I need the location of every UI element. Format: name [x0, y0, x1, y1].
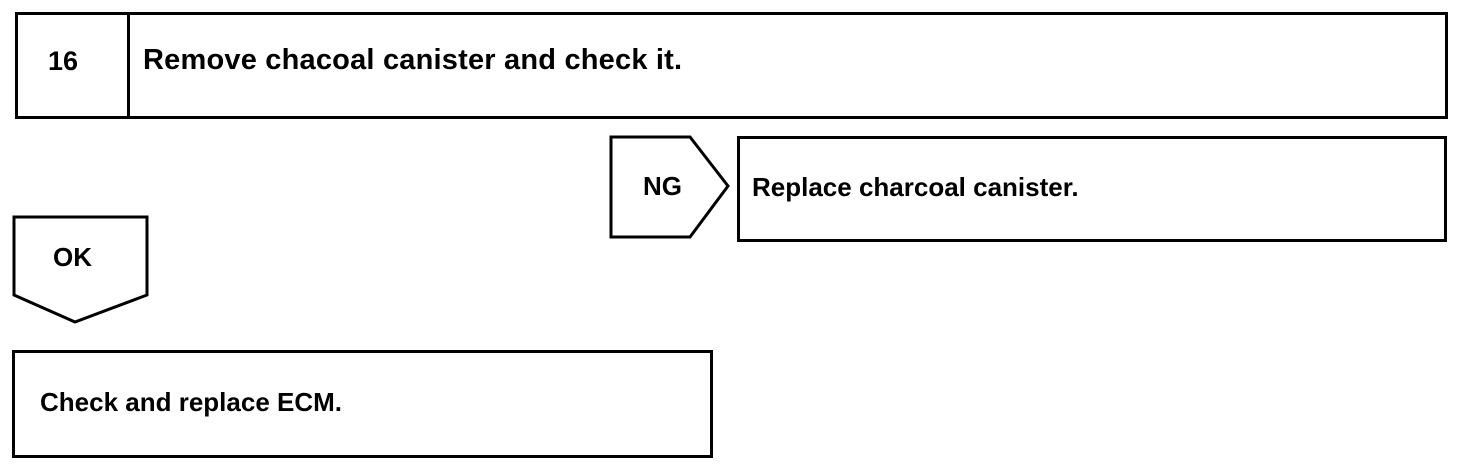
step-divider	[127, 12, 130, 119]
ok-result-box	[12, 350, 713, 458]
ok-arrow-shape	[12, 215, 149, 324]
step-number: 16	[48, 46, 79, 76]
ok-result-text: Check and replace ECM.	[40, 387, 342, 417]
ng-arrow-shape	[609, 135, 730, 239]
ng-result-text: Replace charcoal canister.	[752, 172, 1079, 202]
step-title: Remove chacoal canister and check it.	[143, 44, 683, 76]
ng-result-box	[737, 136, 1447, 242]
step-box	[15, 12, 1448, 119]
ok-label: OK	[53, 242, 92, 272]
ng-label: NG	[643, 171, 682, 201]
